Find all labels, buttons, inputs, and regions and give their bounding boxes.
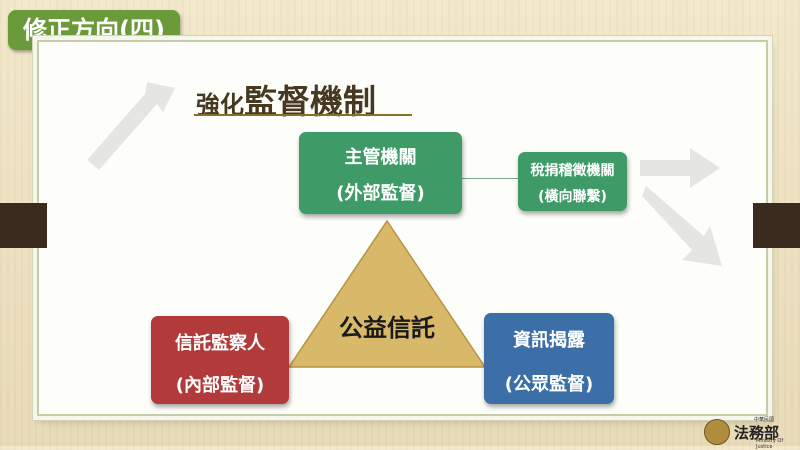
arrow-up-left-icon: [87, 82, 175, 170]
heading-underline: [194, 114, 412, 116]
title-tab: 修正方向(四): [8, 10, 180, 50]
disclosure-box: 資訊揭露 (公眾監督): [484, 313, 614, 404]
logo-top-text: 中華民國: [754, 417, 775, 423]
trust-supervisor-subtitle: (內部監督): [175, 375, 265, 396]
triangle-shape: [287, 219, 487, 368]
ministry-logo: 中華民國 法務部 Ministry Of Justice: [704, 416, 796, 450]
arrow-right-icon: [640, 148, 720, 188]
disclosure-title: 資訊揭露: [513, 330, 585, 351]
logo-english: Ministry Of Justice: [756, 438, 784, 450]
disclosure-subtitle: (公眾監督): [504, 374, 594, 395]
right-decor-bar: [753, 203, 800, 248]
connector-line: [462, 178, 518, 179]
competent-authority-box: 主管機關 (外部監督): [299, 132, 462, 214]
trust-supervisor-title: 信託監察人: [175, 333, 265, 354]
competent-authority-title: 主管機關: [344, 147, 417, 168]
tax-agency-subtitle: (橫向聯繫): [538, 189, 607, 205]
left-decor-bar: [0, 203, 47, 248]
logo-name: 法務部: [734, 424, 780, 442]
arrow-down-right-icon: [642, 186, 722, 266]
center-label: 公益信託: [339, 314, 435, 342]
seal-icon: [704, 419, 730, 445]
tax-agency-title: 稅捐稽徵機關: [530, 163, 615, 179]
trust-supervisor-box: 信託監察人 (內部監督): [151, 316, 289, 404]
tax-agency-box: 稅捐稽徵機關 (橫向聯繫): [518, 152, 627, 211]
competent-authority-subtitle: (外部監督): [336, 183, 425, 204]
